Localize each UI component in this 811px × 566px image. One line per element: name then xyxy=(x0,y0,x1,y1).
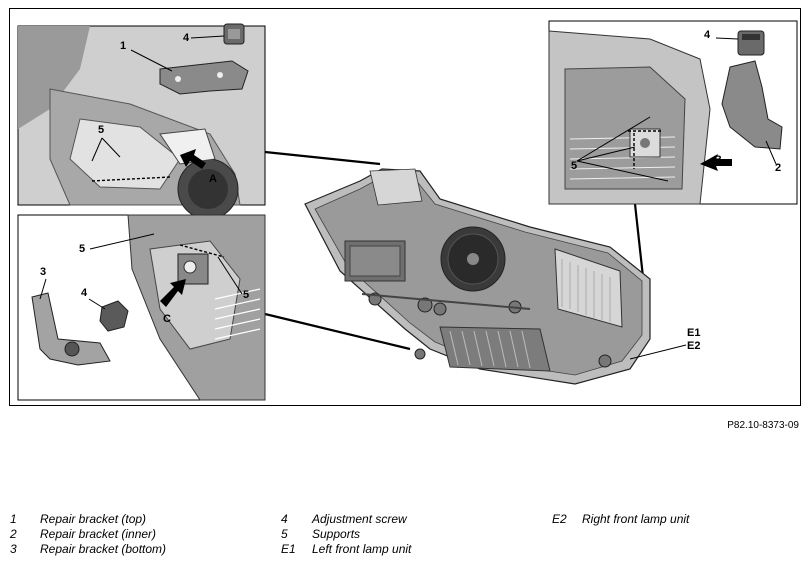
figure-frame: 1 2 3 4 4 4 5 5 5 5 A B C E1 E2 xyxy=(9,8,801,406)
main-headlamp-unit xyxy=(304,168,651,385)
legend-text: Repair bracket (bottom) xyxy=(40,542,167,556)
callout-5-top-right: 5 xyxy=(571,160,577,172)
legend-code: E1 xyxy=(281,542,296,556)
callout-5-bottom-left-b: 5 xyxy=(243,289,249,301)
legend-code: E2 xyxy=(552,512,567,526)
legend-text: Supports xyxy=(312,527,361,541)
legend-text: Repair bracket (top) xyxy=(40,512,147,526)
callout-4-bottom-left: 4 xyxy=(81,287,88,299)
callout-E1: E1 xyxy=(687,327,700,339)
callout-1: 1 xyxy=(120,40,126,52)
callout-5-top-left: 5 xyxy=(98,124,104,136)
legend-text: Repair bracket (inner) xyxy=(40,527,157,541)
legend-code: 3 xyxy=(10,542,17,556)
legend-text: Right front lamp unit xyxy=(582,512,690,526)
callout-E2: E2 xyxy=(687,340,700,352)
legend-text: Left front lamp unit xyxy=(312,542,412,556)
figure-reference-number: P82.10-8373-09 xyxy=(727,420,799,431)
inset-top-right xyxy=(548,20,798,205)
inset-bottom-left xyxy=(17,214,266,401)
inset-top-left xyxy=(17,23,266,220)
callout-5-bottom-left-a: 5 xyxy=(79,243,85,255)
headlamp-illustration: 1 2 3 4 4 4 5 5 5 5 A B C E1 E2 xyxy=(17,20,798,401)
callout-4-top-left: 4 xyxy=(183,32,190,44)
callout-2: 2 xyxy=(775,162,781,174)
legend-code: 2 xyxy=(10,527,17,541)
connector-lines xyxy=(264,150,645,351)
legend-code: 4 xyxy=(281,512,288,526)
e-leader-line xyxy=(629,344,687,360)
legend-code: 1 xyxy=(10,512,17,526)
callout-C: C xyxy=(163,313,171,325)
legend-text: Adjustment screw xyxy=(312,512,407,526)
callout-A: A xyxy=(209,173,217,185)
legend-code: 5 xyxy=(281,527,288,541)
legend: 1 Repair bracket (top) 2 Repair bracket … xyxy=(0,512,811,562)
callout-B: B xyxy=(714,154,722,166)
callout-4-top-right: 4 xyxy=(704,29,711,41)
callout-3: 3 xyxy=(40,266,46,278)
